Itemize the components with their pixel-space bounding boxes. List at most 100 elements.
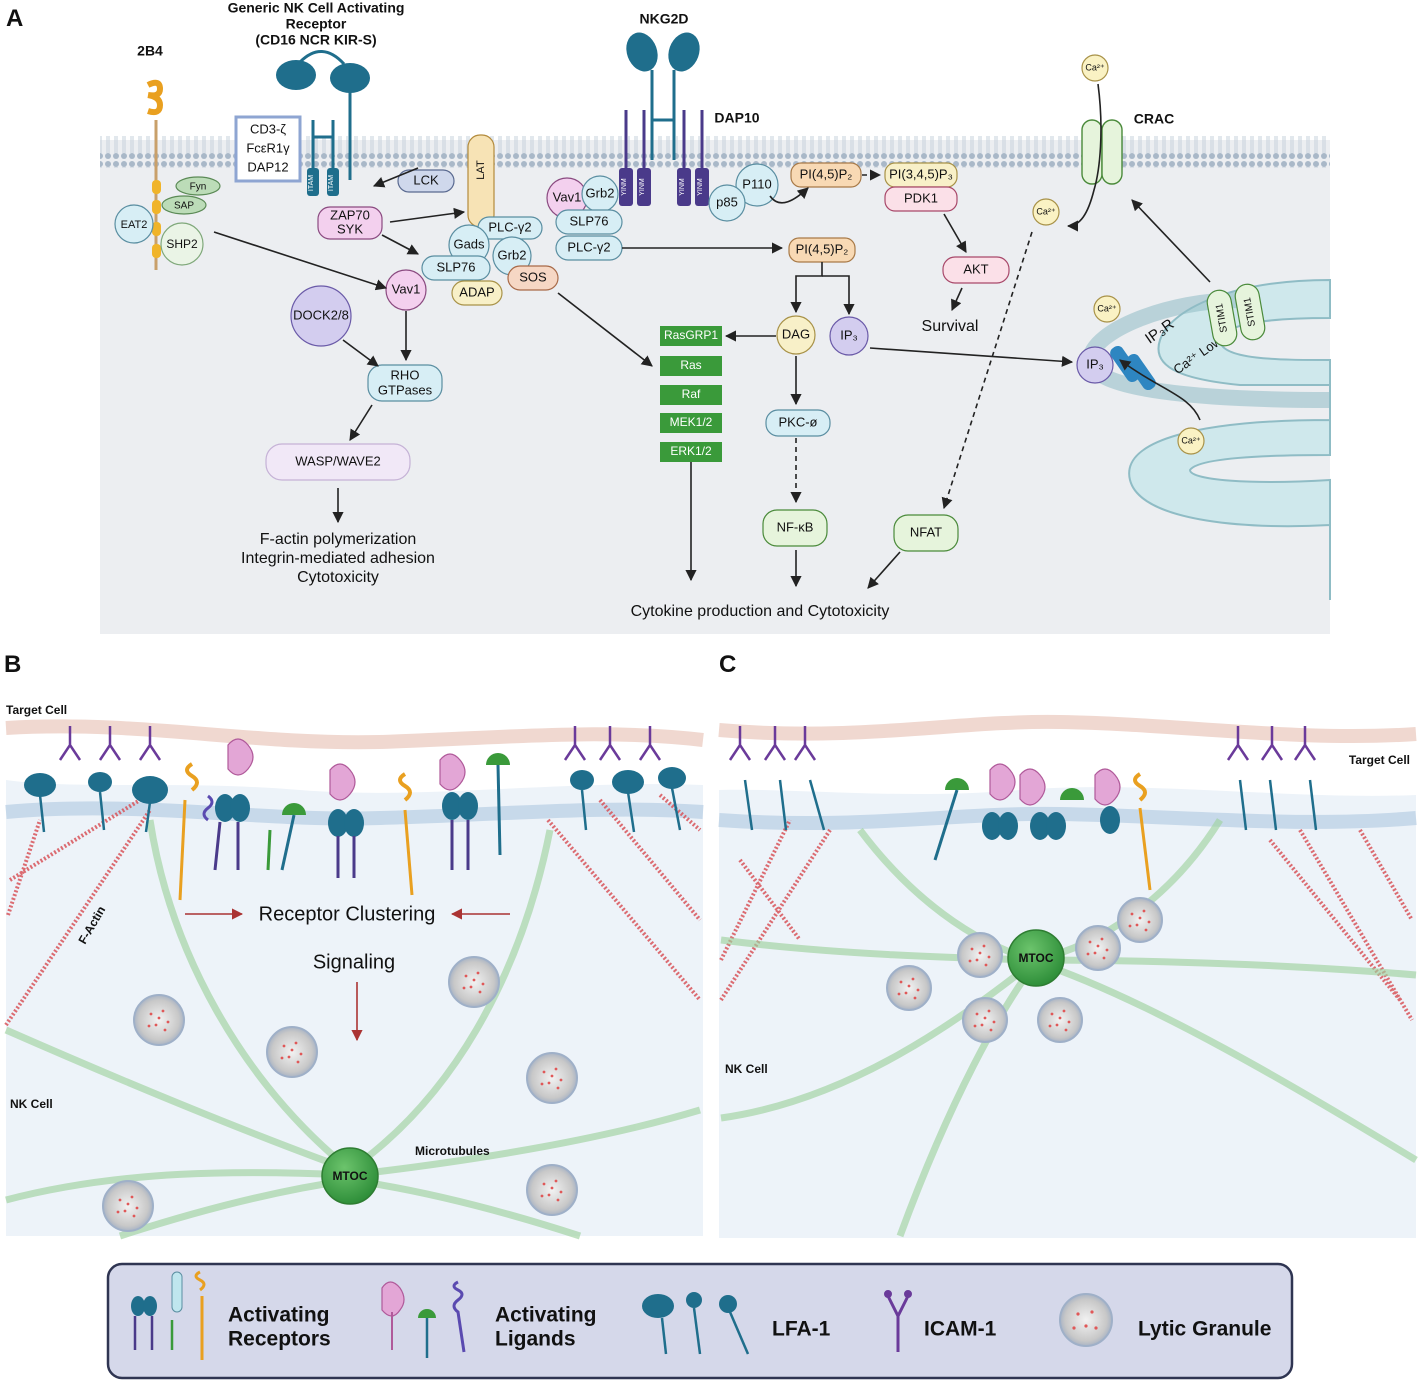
slp76-nkg2d: SLP76 bbox=[555, 209, 623, 235]
calcium-ion-3: Ca²⁺ bbox=[1093, 295, 1121, 323]
granule-dot bbox=[987, 1009, 991, 1013]
granule-dot bbox=[550, 1074, 554, 1078]
gef-vav1: Vav1 bbox=[385, 269, 427, 311]
svg-text:ITAM: ITAM bbox=[328, 175, 335, 191]
kinase-pkc: PKC-ø bbox=[765, 409, 831, 437]
svg-text:SOS: SOS bbox=[519, 269, 547, 284]
svg-text:ADAP: ADAP bbox=[459, 284, 494, 299]
svg-text:Ca²⁺: Ca²⁺ bbox=[1036, 206, 1056, 216]
svg-text:F-actin polymerization: F-actin polymerization bbox=[260, 531, 417, 548]
plcg2-nkg2d: PLC-γ2 bbox=[555, 235, 623, 261]
legend-activating-ligands-line1: Activating bbox=[495, 1304, 597, 1327]
panel-c-target-cell bbox=[719, 700, 1416, 796]
granule-dot bbox=[975, 958, 979, 962]
granule-dot bbox=[975, 1012, 979, 1016]
adaptor-slp76-lat: SLP76 bbox=[421, 255, 491, 281]
kinase-akt: AKT bbox=[942, 256, 1010, 284]
granule-dot bbox=[556, 1198, 560, 1202]
legend-icam1-label: ICAM-1 bbox=[924, 1318, 997, 1341]
receptor-2b4: 2B4 bbox=[137, 43, 163, 270]
granule-dot bbox=[476, 971, 480, 975]
mtoc-b: MTOC bbox=[321, 1147, 379, 1205]
svg-text:LAT: LAT bbox=[475, 160, 487, 180]
granule-dot bbox=[1102, 956, 1106, 960]
granule-dot bbox=[1093, 951, 1097, 955]
granule-dot bbox=[116, 1210, 120, 1214]
legend-lytic-granule-label: Lytic Granule bbox=[1138, 1318, 1271, 1341]
svg-text:Ca²⁺: Ca²⁺ bbox=[1181, 435, 1201, 445]
granule-dot bbox=[1105, 948, 1109, 952]
adaptor-gads: Gads bbox=[448, 224, 490, 266]
svg-text:YINM: YINM bbox=[697, 178, 704, 196]
granule-dot bbox=[970, 947, 974, 951]
granule-dot bbox=[1142, 909, 1146, 913]
granule-dot bbox=[540, 1194, 544, 1198]
svg-text:MTOC: MTOC bbox=[332, 1169, 367, 1183]
pi3k-p85: p85 bbox=[708, 184, 746, 222]
granule-dot bbox=[559, 1190, 563, 1194]
microtubules-b bbox=[4, 819, 702, 1240]
svg-text:PI(3,4,5)P₃: PI(3,4,5)P₃ bbox=[889, 166, 953, 181]
legend-activating-receptors-icon bbox=[131, 1270, 206, 1360]
gef-dock: DOCK2/8 bbox=[290, 285, 352, 347]
granule-dot bbox=[899, 980, 903, 984]
receptor-clustering-label: Receptor Clustering bbox=[259, 903, 436, 925]
svg-text:Grb2: Grb2 bbox=[498, 247, 527, 262]
svg-text:EAT2: EAT2 bbox=[121, 219, 148, 231]
granule-dot bbox=[478, 990, 482, 994]
svg-text:SYK: SYK bbox=[337, 221, 363, 236]
granule-dot bbox=[550, 1186, 554, 1190]
granule-dot bbox=[149, 1012, 153, 1016]
panel-b-receptors bbox=[24, 726, 686, 901]
pip2-cytosol: PI(4,5)P₂ bbox=[788, 237, 856, 263]
granule-dot bbox=[1086, 952, 1090, 956]
granule-dot bbox=[299, 1052, 303, 1056]
granule-dot bbox=[481, 982, 485, 986]
svg-text:SLP76: SLP76 bbox=[436, 259, 475, 274]
svg-text:GTPases: GTPases bbox=[378, 382, 433, 397]
lytic-granules-b bbox=[102, 956, 578, 1232]
legend-activating-ligands-icon bbox=[381, 1280, 466, 1358]
svg-text:NKG2D: NKG2D bbox=[639, 11, 688, 27]
granule-dot bbox=[1135, 923, 1139, 927]
actin-outcomes: F-actin polymerization Integrin-mediated… bbox=[241, 531, 435, 586]
granule-dot bbox=[542, 1182, 546, 1186]
svg-text:NFAT: NFAT bbox=[910, 524, 942, 539]
svg-text:Ca²⁺: Ca²⁺ bbox=[1085, 62, 1105, 72]
label-crac: CRAC bbox=[1134, 111, 1174, 127]
granule-dot bbox=[1058, 1016, 1062, 1020]
vav1-nkg2d: Vav1 bbox=[546, 177, 588, 219]
svg-text:IP₃: IP₃ bbox=[1086, 356, 1104, 371]
granule-dot bbox=[554, 1067, 558, 1071]
adaptor-eat2: EAT2 bbox=[114, 204, 154, 244]
calcium-ion-2: Ca²⁺ bbox=[1032, 198, 1060, 226]
granule-dot bbox=[989, 1028, 993, 1032]
granule-dot bbox=[161, 1009, 165, 1013]
granule-dot bbox=[280, 1056, 284, 1060]
svg-text:LCK: LCK bbox=[413, 172, 439, 187]
granule-dot bbox=[547, 1193, 551, 1197]
label-2b4: 2B4 bbox=[137, 43, 163, 59]
legend-activating-receptors-line1: Activating bbox=[228, 1304, 330, 1327]
pip3: PI(3,4,5)P₃ bbox=[884, 162, 958, 188]
second-messenger-ip3: IP₃ bbox=[829, 316, 869, 356]
svg-text:CD3-ζ: CD3-ζ bbox=[250, 121, 286, 136]
svg-text:RasGRP1: RasGRP1 bbox=[664, 328, 718, 342]
calcium-ion-4: Ca²⁺ bbox=[1177, 427, 1205, 455]
granule-dot bbox=[1048, 1024, 1052, 1028]
granule-dot bbox=[126, 1202, 130, 1206]
granule-dot bbox=[1147, 920, 1151, 924]
svg-text:Receptor: Receptor bbox=[286, 16, 347, 32]
svg-text:YINM: YINM bbox=[679, 178, 686, 196]
target-cell-label-c: Target Cell bbox=[1349, 753, 1410, 767]
granule-dot bbox=[1055, 1023, 1059, 1027]
granule-dot bbox=[135, 1206, 139, 1210]
svg-text:RHO: RHO bbox=[391, 367, 420, 382]
enzyme-plcg2-lat: PLC-γ2 bbox=[477, 216, 543, 240]
granule-dot bbox=[166, 1020, 170, 1024]
granule-dot bbox=[464, 974, 468, 978]
adaptor-adap: ADAP bbox=[451, 280, 503, 306]
granule-dot bbox=[1050, 1012, 1054, 1016]
granule-dot bbox=[982, 944, 986, 948]
granule-dot bbox=[1062, 1009, 1066, 1013]
